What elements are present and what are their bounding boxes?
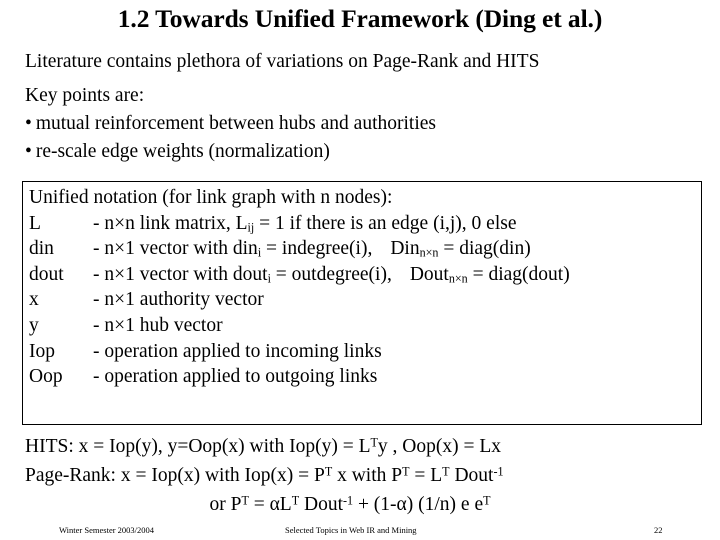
notation-row-din: din - n×1 vector with dini = indegree(i),… <box>29 236 701 262</box>
notation-symbol: din <box>29 238 54 260</box>
formula-hits: HITS: x = Iop(y), y=Oop(x) with Iop(y) =… <box>25 432 705 461</box>
notation-heading: Unified notation (for link graph with n … <box>29 187 393 208</box>
formula-alt-mid: = αL <box>248 494 292 515</box>
formula-superscript-inverse: -1 <box>343 493 354 508</box>
formula-pagerank-pre: Page-Rank: x = Iop(x) with Iop(x) = P <box>25 465 325 486</box>
intro-block: Literature contains plethora of variatio… <box>25 48 705 166</box>
notation-symbol: x <box>29 289 39 311</box>
formula-alt-mid3: + (1-α) (1/n) e e <box>353 494 484 515</box>
notation-row-iop: Iop - operation applied to incoming links <box>29 339 701 365</box>
formula-superscript: T <box>291 493 300 508</box>
formula-pagerank-mid2: = L <box>409 465 443 486</box>
formula-hits-pre: HITS: x = Iop(y), y=Oop(x) with Iop(y) =… <box>25 436 371 457</box>
notation-symbol: dout <box>29 263 64 285</box>
formula-superscript: T <box>324 464 333 479</box>
notation-desc: - n×1 vector with din <box>93 238 258 260</box>
formula-hits-mid: y , Oop(x) = Lx <box>377 436 501 457</box>
bullet-item-1-label: mutual reinforcement between hubs and au… <box>35 113 436 134</box>
notation-subscript: i <box>257 245 262 260</box>
notation-row-y: y - n×1 hub vector <box>29 313 701 339</box>
formula-pagerank-alt: or PT = αLT Dout-1 + (1-α) (1/n) e eT <box>25 490 705 519</box>
formula-alt-mid2: Dout <box>299 494 343 515</box>
notation-subscript: i <box>267 271 271 286</box>
intro-line-1: Literature contains plethora of variatio… <box>25 51 540 72</box>
notation-symbol: L <box>29 212 41 234</box>
bullet-item-2-label: re-scale edge weights (normalization) <box>35 141 330 162</box>
formula-superscript: T <box>241 493 249 508</box>
formula-alt-pre: or P <box>209 494 242 515</box>
formula-superscript: T <box>483 493 491 508</box>
formula-superscript: T <box>402 464 410 479</box>
notation-subscript: ij <box>247 220 255 235</box>
notation-symbol: y <box>29 314 39 336</box>
notation-row-x: x - n×1 authority vector <box>29 287 701 313</box>
notation-desc: - operation applied to outgoing links <box>93 366 378 388</box>
formula-pagerank-mid: x with P <box>332 465 403 486</box>
intro-line-2: Key points are: <box>25 85 145 106</box>
slide-footer: Winter Semester 2003/2004 Selected Topic… <box>0 524 720 540</box>
footer-page-number: 22 <box>654 525 663 535</box>
formula-superscript: T <box>370 435 378 450</box>
notation-desc: - n×1 hub vector <box>93 314 223 336</box>
slide-title: 1.2 Towards Unified Framework (Ding et a… <box>117 4 603 33</box>
notation-desc-cont: = indegree(i), <box>261 238 373 260</box>
formula-pagerank-mid3: Dout <box>449 465 494 486</box>
footer-course-title: Selected Topics in Web IR and Mining <box>285 525 417 535</box>
footer-semester: Winter Semester 2003/2004 <box>59 525 155 535</box>
notation-desc: - n×1 authority vector <box>93 289 264 311</box>
notation-subscript-dim: n×n <box>448 271 468 286</box>
notation-extra-cont: = diag(din) <box>438 238 531 260</box>
notation-desc: - operation applied to incoming links <box>93 340 382 362</box>
formula-pagerank: Page-Rank: x = Iop(x) with Iop(x) = PT x… <box>25 461 705 490</box>
notation-row-oop: Oop - operation applied to outgoing links <box>29 364 701 390</box>
formula-superscript: T <box>442 464 450 479</box>
notation-symbol: Oop <box>29 366 63 388</box>
notation-desc-cont: = outdegree(i), <box>270 263 392 285</box>
formula-superscript-inverse: -1 <box>493 464 504 479</box>
notation-extra: Dout <box>409 263 449 285</box>
bullet-item-2: •re-scale edge weights (normalization) <box>25 138 705 166</box>
notation-row-L: L - n×n link matrix, Lij = 1 if there is … <box>29 211 701 237</box>
notation-subscript-dim: n×n <box>419 245 439 260</box>
notation-desc: - n×1 vector with dout <box>93 263 268 285</box>
notation-extra: Din <box>390 238 420 260</box>
notation-extra-cont: = diag(dout) <box>467 263 570 285</box>
notation-symbol: Iop <box>29 340 55 362</box>
bullet-dot-icon: • <box>25 113 32 134</box>
unified-notation-box: Unified notation (for link graph with n … <box>22 181 702 425</box>
notation-desc: - n×n link matrix, L <box>93 212 248 234</box>
bullet-dot-icon: • <box>25 141 32 162</box>
notation-desc-cont: = 1 if there is an edge (i,j), 0 else <box>254 212 517 234</box>
formulas-block: HITS: x = Iop(y), y=Oop(x) with Iop(y) =… <box>25 432 705 519</box>
notation-row-dout: dout - n×1 vector with douti = outdegree(… <box>29 262 701 288</box>
bullet-item-1: •mutual reinforcement between hubs and a… <box>25 110 705 138</box>
